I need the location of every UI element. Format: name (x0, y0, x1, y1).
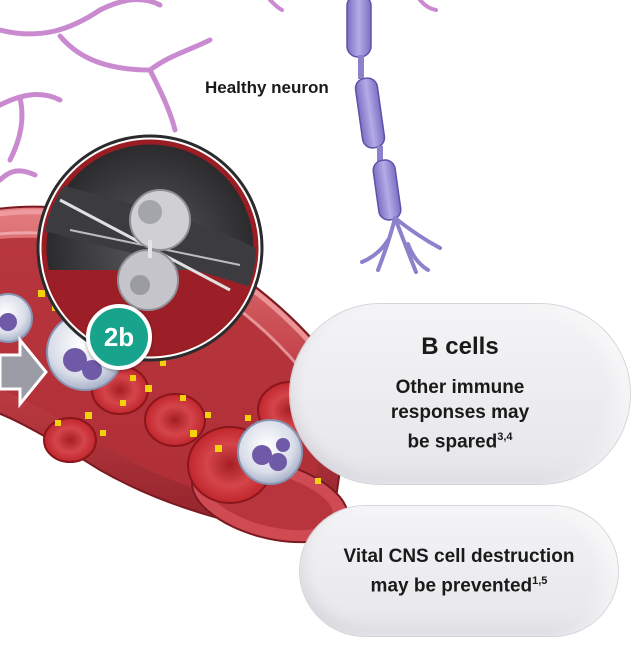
callout-b-cells: B cells Other immune responses may be sp… (290, 304, 630, 484)
callout-cns: Vital CNS cell destruction may be preven… (300, 506, 618, 636)
neuron-axon (346, 0, 442, 274)
step-badge: 2b (86, 304, 152, 370)
callout-line: responses may (390, 402, 530, 424)
callout-text: Vital CNS cell destruction may be preven… (344, 544, 575, 598)
dendrite-branches (0, 0, 213, 183)
callout-title: B cells (421, 333, 499, 361)
immune-cells (0, 293, 303, 485)
callout-line: may be prevented1,5 (370, 574, 548, 597)
dendrite-top-right (268, 0, 438, 12)
callout-line: be spared3,4 (407, 431, 513, 453)
callout-line: Vital CNS cell destruction (343, 545, 575, 567)
arrow-icon (0, 335, 48, 409)
neuron-label: Healthy neuron (205, 78, 329, 97)
reference-sup: 3,4 (497, 431, 513, 444)
callout-line: Other immune (395, 377, 525, 399)
callout-text: Other immune responses may be spared3,4 (391, 375, 529, 454)
reference-sup: 1,5 (532, 574, 548, 587)
